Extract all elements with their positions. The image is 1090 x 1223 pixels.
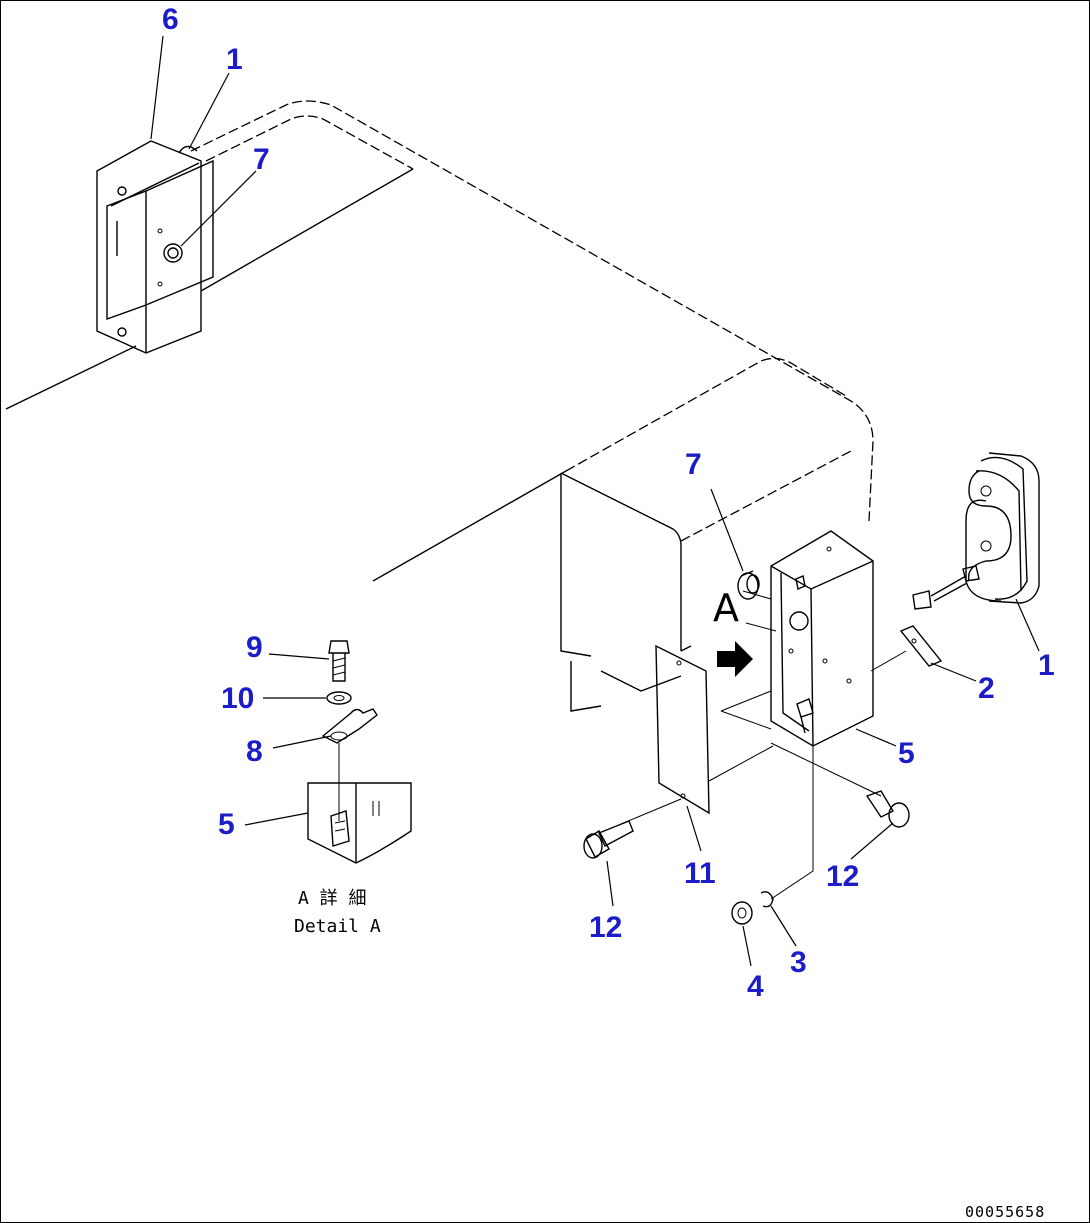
callout-9: 9 [246, 631, 263, 664]
callout-1-top: 1 [226, 43, 243, 76]
callout-7-top: 7 [253, 143, 270, 176]
leader-lines [150, 35, 1040, 967]
callout-5-detail: 5 [218, 808, 235, 841]
view-marker-label: A [713, 586, 739, 630]
callout-10: 10 [221, 682, 254, 715]
document-number: 00055658 [965, 1203, 1045, 1221]
right-lamp [912, 452, 1040, 610]
callout-11: 11 [684, 857, 716, 890]
lamp-bracket [770, 530, 874, 747]
detail-a-drawing [307, 640, 412, 864]
cab-roof-outline [5, 100, 874, 582]
detail-caption-jp: A 詳 細 [298, 888, 367, 909]
callout-1-right: 1 [1038, 649, 1055, 682]
callout-labels: 6 1 7 7 1 2 5 12 11 12 4 3 9 10 8 5 [162, 3, 1055, 1003]
callout-12-right: 12 [826, 860, 859, 893]
cab-rear-block [560, 472, 692, 712]
seal [899, 625, 943, 667]
callout-2: 2 [978, 672, 995, 705]
callout-7-mid: 7 [685, 448, 702, 481]
grommet [737, 570, 760, 600]
washer [760, 891, 774, 908]
callout-5-right: 5 [898, 737, 915, 770]
nut [731, 901, 753, 925]
callout-8: 8 [246, 735, 263, 768]
left-lamp-assembly [96, 140, 214, 354]
callout-6-top: 6 [162, 3, 179, 36]
guide-lines [620, 590, 907, 900]
bolt-right [865, 790, 910, 828]
callout-3: 3 [790, 946, 807, 979]
callout-4: 4 [747, 970, 764, 1003]
callout-12-left: 12 [589, 911, 622, 944]
detail-caption-en: Detail A [294, 916, 381, 937]
bolt-left [583, 820, 634, 859]
cover-plate [655, 644, 710, 815]
view-arrow-icon [717, 641, 753, 677]
